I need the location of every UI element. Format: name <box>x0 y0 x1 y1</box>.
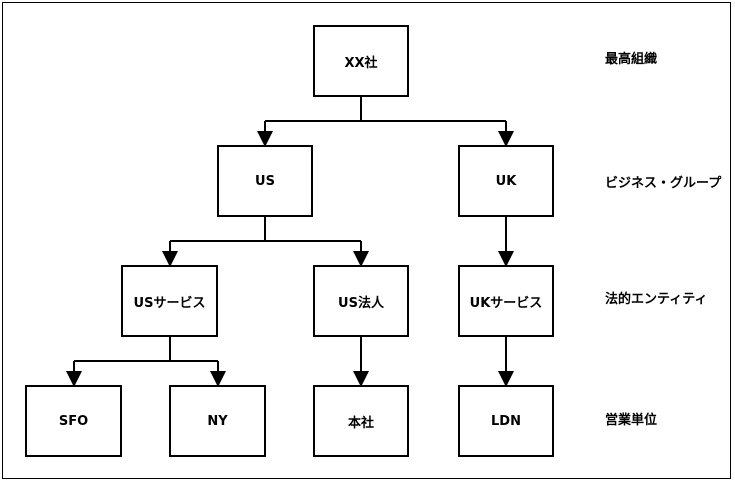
level-label-business-group: ビジネス・グループ <box>605 176 722 191</box>
node-us: US <box>217 145 313 217</box>
level-label-top: 最高組織 <box>605 52 658 67</box>
node-us-service: USサービス <box>121 265 218 337</box>
diagram-frame <box>2 2 731 479</box>
level-label-business-unit: 営業単位 <box>605 413 658 428</box>
node-honsha: 本社 <box>313 385 409 457</box>
node-uk: UK <box>458 145 554 217</box>
node-ldn: LDN <box>458 385 554 457</box>
node-xx: XX社 <box>313 25 409 97</box>
node-ny: NY <box>169 385 266 457</box>
level-label-legal-entity: 法的エンティティ <box>605 292 708 307</box>
node-uk-service: UKサービス <box>458 265 554 337</box>
node-sfo: SFO <box>25 385 122 457</box>
node-us-corp: US法人 <box>313 265 409 337</box>
